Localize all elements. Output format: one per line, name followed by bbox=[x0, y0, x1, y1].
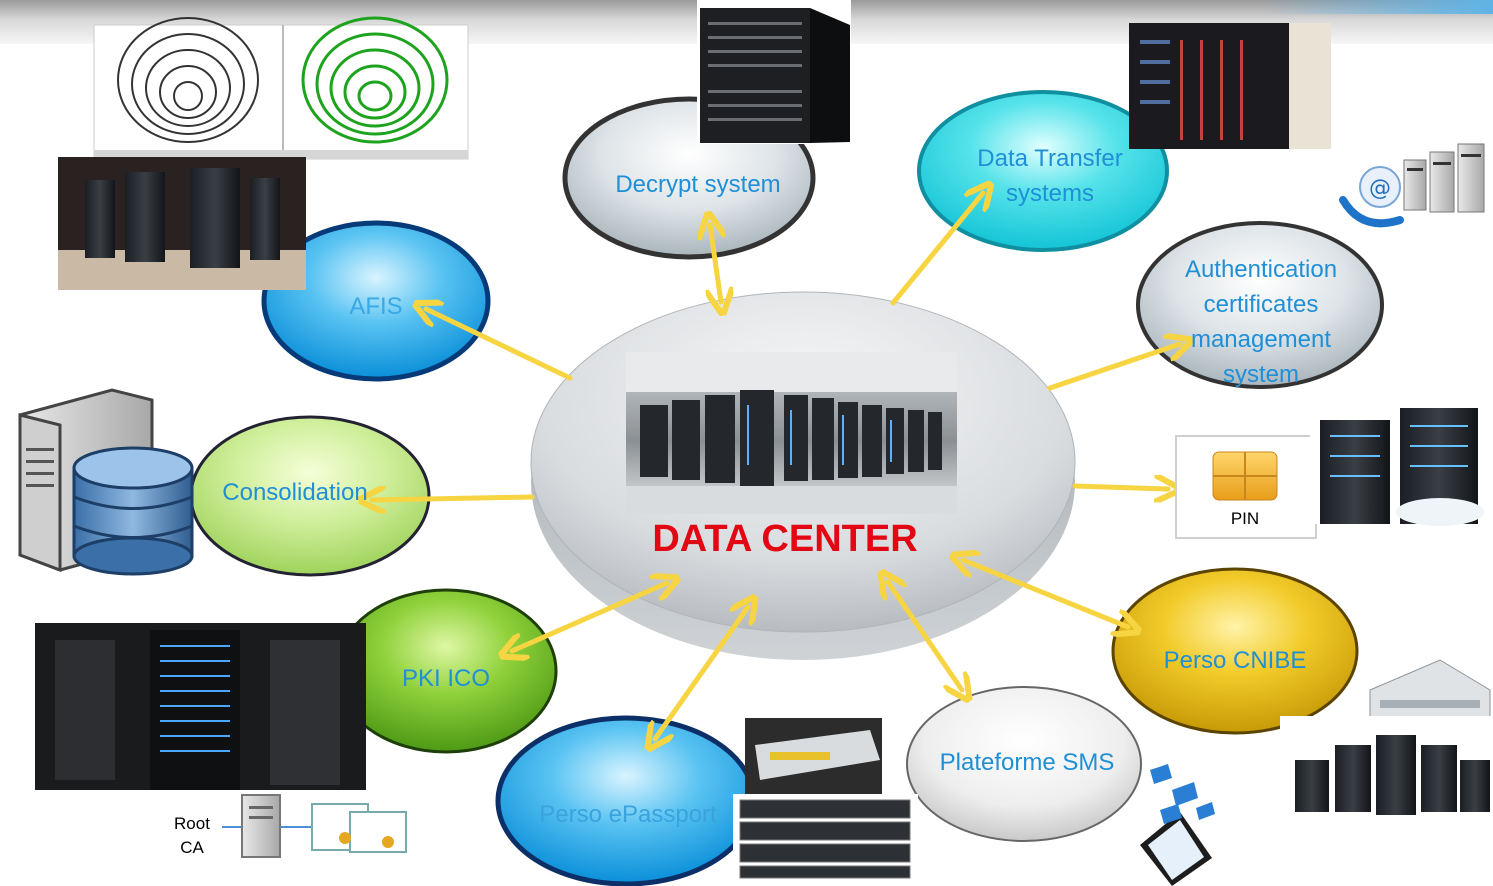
arrow-to-cnibe bbox=[963, 560, 1128, 627]
root-ca-label-line1: Root bbox=[174, 814, 210, 833]
cloud-servers-icon bbox=[1310, 408, 1484, 526]
arrow-to-pki bbox=[512, 583, 667, 651]
node-cnibe-ellipse bbox=[1111, 567, 1359, 735]
node-label-passport: Perso ePassport bbox=[539, 801, 717, 828]
arrow-to-afis bbox=[426, 309, 573, 381]
arrow-to-decrypt bbox=[710, 225, 721, 302]
server-racks-photo bbox=[1129, 23, 1331, 149]
node-afis-ellipse bbox=[261, 220, 491, 382]
passport-printer-image bbox=[745, 718, 882, 795]
arrow-to-data-transfer bbox=[890, 193, 983, 306]
pin-card-label: PIN bbox=[1230, 509, 1260, 528]
connector-arrows bbox=[372, 193, 1180, 739]
sms-phone-icon bbox=[1140, 764, 1215, 886]
arrow-to-pin bbox=[1072, 486, 1168, 489]
fingerprint-image bbox=[93, 16, 469, 160]
node-label-consolidation: Consolidation bbox=[222, 479, 368, 506]
root-ca-label-line2: CA bbox=[180, 838, 204, 857]
node-label-data-transfer: Data Transfer systems bbox=[977, 145, 1123, 207]
arrow-to-passport bbox=[655, 607, 748, 739]
node-label-decrypt: Decrypt system bbox=[615, 171, 781, 198]
node-label-auth-certs: Authentication certificates management s… bbox=[1184, 256, 1338, 388]
node-label-cnibe: Perso CNIBE bbox=[1163, 647, 1307, 674]
data-center-room-image bbox=[626, 352, 957, 514]
svg-text:@: @ bbox=[1369, 176, 1391, 201]
node-auth-ellipse bbox=[1136, 221, 1384, 389]
node-label-sms: Plateforme SMS bbox=[939, 749, 1115, 776]
database-server-icon bbox=[18, 388, 194, 576]
pin-chip-card bbox=[1175, 435, 1317, 539]
arrow-to-sms bbox=[888, 582, 962, 690]
rack-server-image bbox=[733, 794, 918, 879]
server-cluster-image bbox=[1280, 716, 1492, 820]
email-servers-icon: @ bbox=[1339, 143, 1485, 228]
data-center-title: DATA CENTER bbox=[652, 518, 918, 560]
header-accent bbox=[1263, 0, 1493, 14]
root-ca-certificates-icon bbox=[222, 794, 407, 858]
node-sms-ellipse bbox=[906, 686, 1142, 842]
node-label-pki: PKI ICO bbox=[401, 665, 491, 692]
node-label-afis: AFIS bbox=[349, 293, 403, 320]
server-hall-image bbox=[58, 157, 306, 290]
server-room-dark-photo bbox=[35, 623, 366, 790]
arrow-to-auth bbox=[1047, 344, 1180, 391]
tower-server-image bbox=[697, 0, 851, 144]
arrow-to-consolidation bbox=[372, 497, 535, 500]
